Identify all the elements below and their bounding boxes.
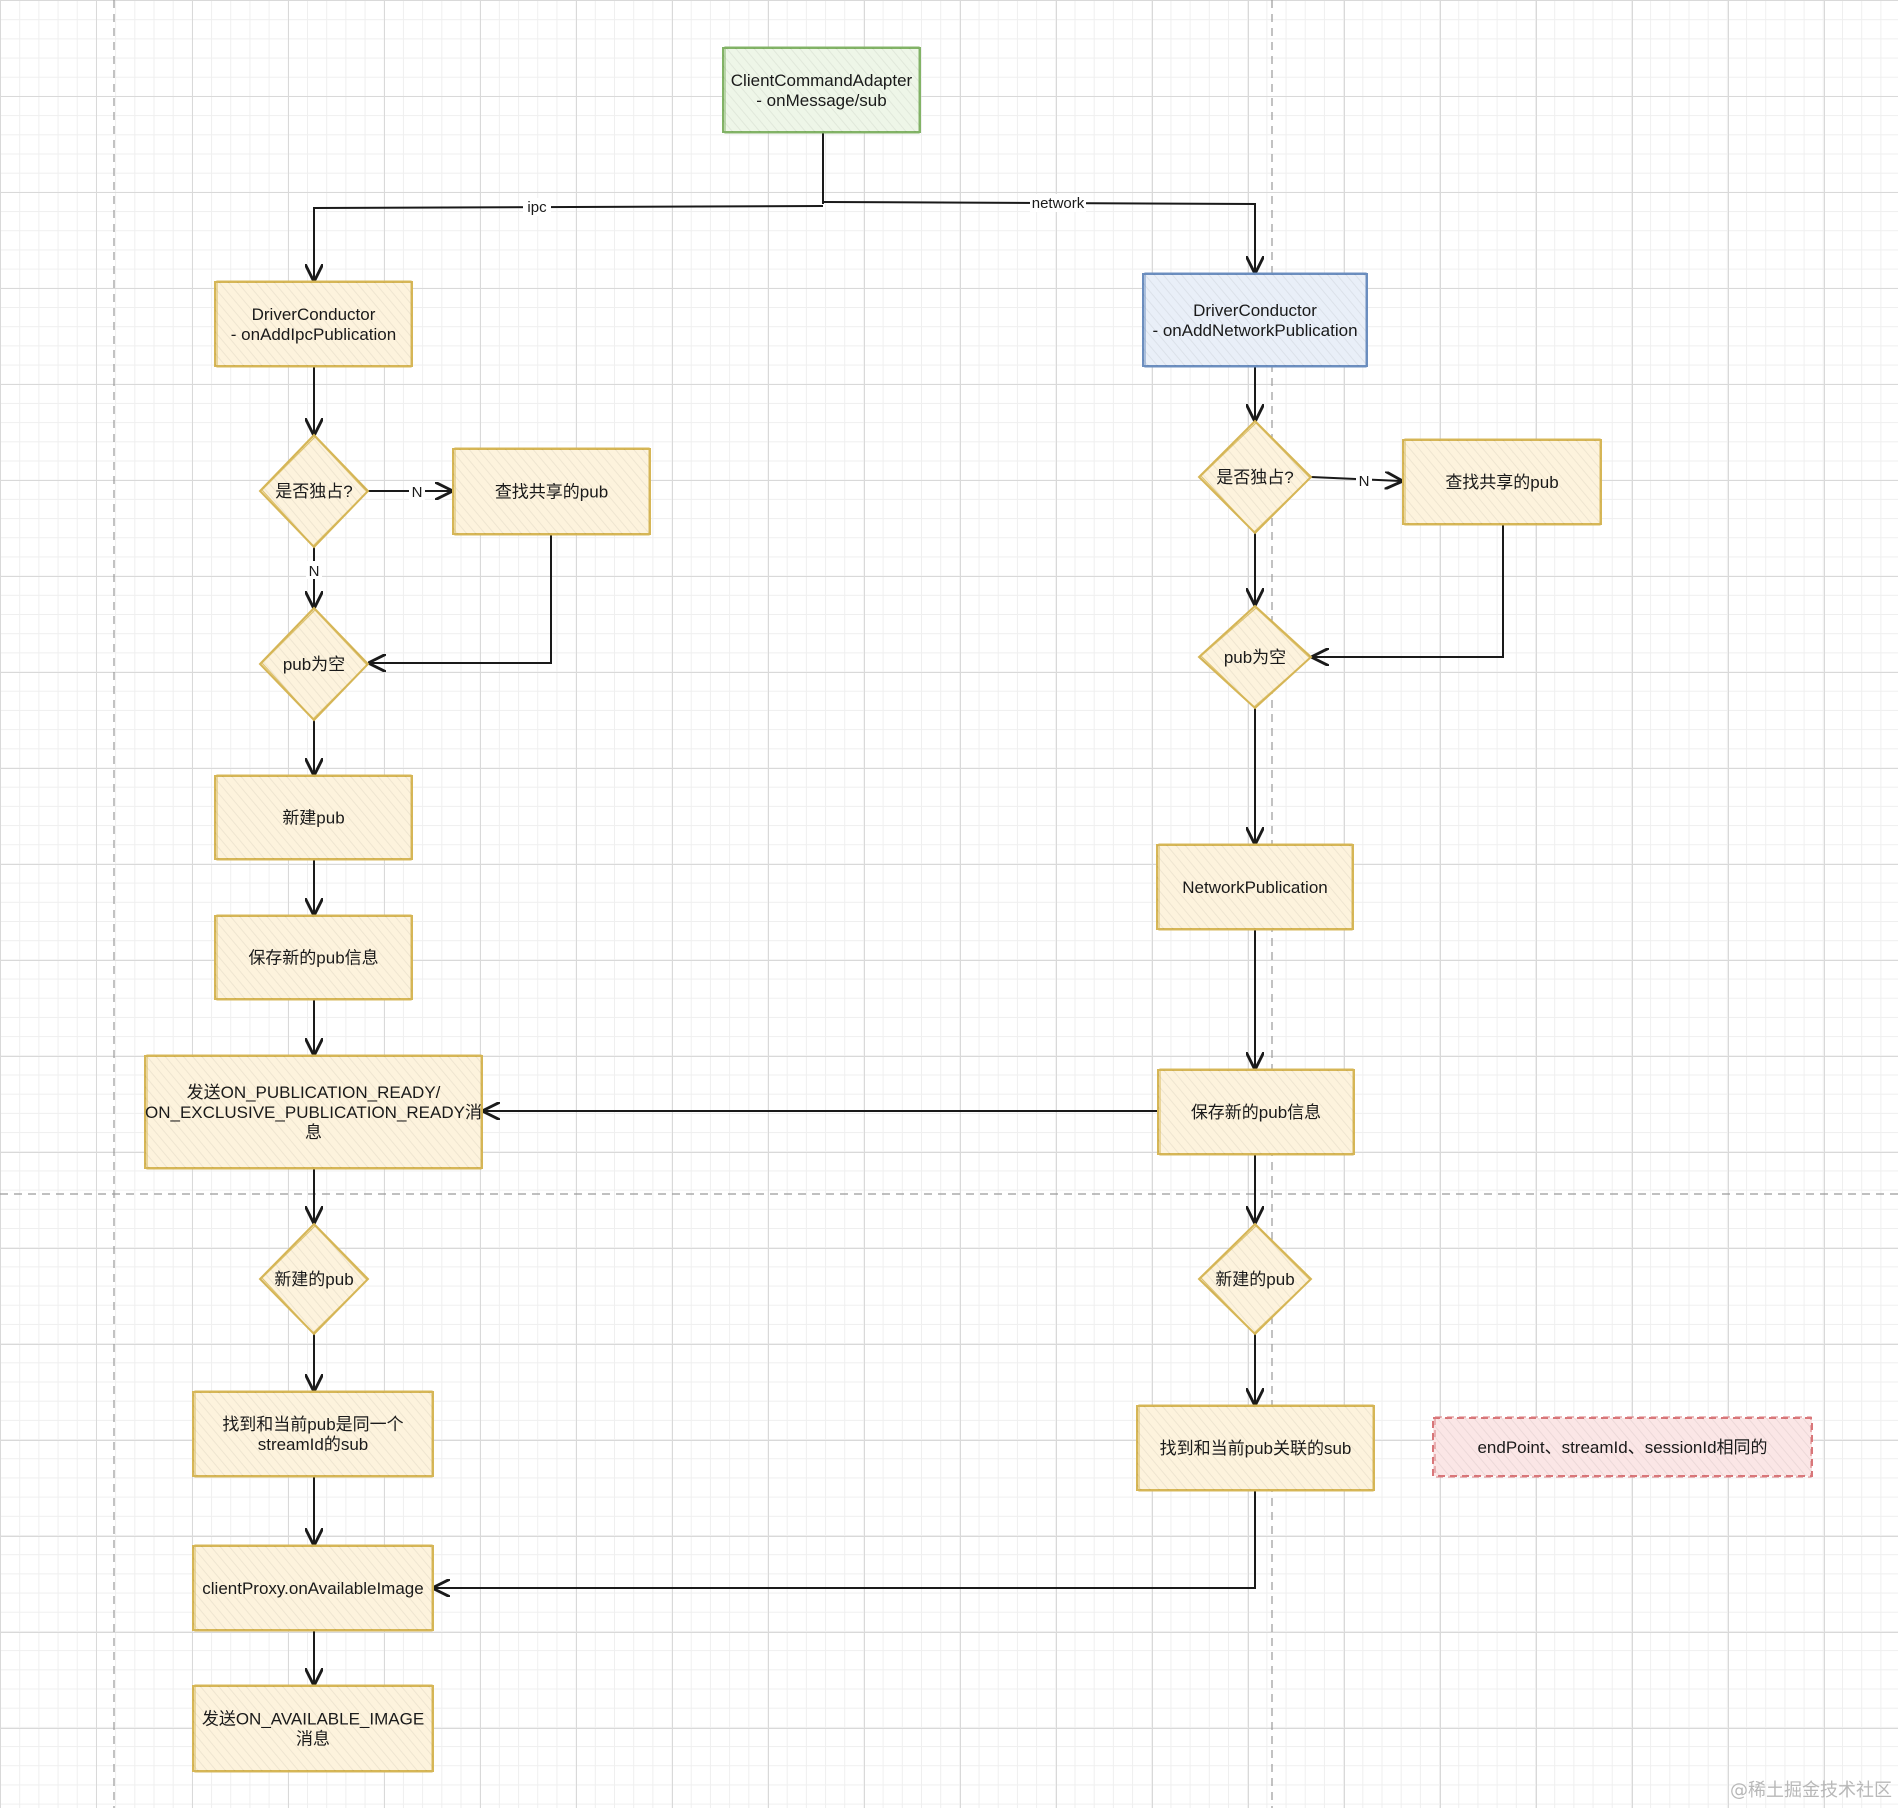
node-net-find-sub: 找到和当前pub关联的sub [1136,1404,1375,1492]
edge-adapter-to-ipc [314,205,824,280]
edge-net-shared-to-empty [1313,524,1504,657]
edge-label-ipc-exclusive-no-right: N [412,484,423,501]
node-label-network-publication: NetworkPublication [1182,878,1328,897]
node-net-new-pub-check: 新建的pub [1197,1222,1313,1336]
node-label-ipc-conductor: - onAddIpcPublication [231,325,396,344]
node-ipc-new-pub: 新建pub [214,774,413,861]
node-label-net-save-pub: 保存新的pub信息 [1191,1103,1321,1122]
node-label-net-find-shared: 查找共享的pub [1445,473,1558,492]
edge-label-ipc: ipc [527,199,547,216]
edges [314,132,1504,1684]
node-label-net-pub-empty: pub为空 [1224,648,1286,667]
edge-labels: ipc network N N N [306,194,1372,580]
node-label-ipc-conductor: DriverConductor [252,305,376,324]
node-send-publication-ready: 发送ON_PUBLICATION_READY/ON_EXCLUSIVE_PUBL… [144,1054,483,1170]
nodes: ClientCommandAdapter- onMessage/subDrive… [144,46,1813,1773]
watermark: @稀土掘金技术社区 [1730,1780,1892,1801]
node-net-pub-empty: pub为空 [1197,604,1313,710]
node-ipc-new-pub-check: 新建的pub [258,1222,370,1336]
edge-label-ipc-exclusive-no-down: N [309,563,320,580]
node-label-ipc-save-pub: 保存新的pub信息 [248,949,378,968]
node-client-proxy: clientProxy.onAvailableImage [192,1544,434,1632]
edge-label-network: network [1032,195,1085,212]
node-ipc-exclusive-check: 是否独占? [258,433,370,549]
node-client-command-adapter: ClientCommandAdapter- onMessage/sub [722,46,921,134]
node-label-ipc-pub-empty: pub为空 [283,655,345,674]
node-note-match: endPoint、streamId、sessionId相同的 [1432,1416,1813,1478]
node-label-client-proxy: clientProxy.onAvailableImage [202,1579,423,1598]
node-ipc-find-shared: 查找共享的pub [452,447,651,536]
node-label-net-exclusive-check: 是否独占? [1216,468,1293,487]
node-label-client-command-adapter: ClientCommandAdapter [731,71,913,90]
node-net-conductor: DriverConductor- onAddNetworkPublication [1142,272,1368,368]
node-label-ipc-find-shared: 查找共享的pub [495,483,608,502]
edge-net-findsub-to-proxy [434,1490,1256,1588]
node-net-find-shared: 查找共享的pub [1402,438,1602,526]
node-label-ipc-exclusive-check: 是否独占? [275,482,352,501]
node-label-net-find-sub: 找到和当前pub关联的sub [1160,1439,1352,1458]
node-label-ipc-find-sub: streamId的sub [258,1435,369,1454]
edge-adapter-to-network [822,201,1255,272]
node-label-send-available-image: 发送ON_AVAILABLE_IMAGE [202,1710,424,1729]
node-label-ipc-new-pub: 新建pub [282,809,344,828]
node-net-exclusive-check: 是否独占? [1197,419,1313,535]
node-label-note-match: endPoint、streamId、sessionId相同的 [1477,1438,1767,1457]
node-label-ipc-find-sub: 找到和当前pub是同一个 [222,1415,403,1434]
node-label-net-conductor: DriverConductor [1193,301,1317,320]
node-ipc-pub-empty: pub为空 [258,606,370,722]
edge-label-net-exclusive-no-right: N [1359,473,1370,490]
node-label-send-publication-ready: 发送ON_PUBLICATION_READY/ [187,1083,441,1102]
node-label-ipc-new-pub-check: 新建的pub [274,1270,353,1289]
node-ipc-conductor: DriverConductor- onAddIpcPublication [214,280,413,368]
node-label-client-command-adapter: - onMessage/sub [756,91,886,110]
node-net-save-pub: 保存新的pub信息 [1157,1068,1355,1156]
node-label-send-publication-ready: ON_EXCLUSIVE_PUBLICATION_READY消 [145,1103,482,1122]
edge-ipc-shared-to-empty [370,534,552,663]
node-label-net-conductor: - onAddNetworkPublication [1152,321,1357,340]
node-network-publication: NetworkPublication [1156,843,1354,931]
node-label-net-new-pub-check: 新建的pub [1215,1270,1294,1289]
node-label-send-available-image: 消息 [296,1730,330,1749]
node-ipc-save-pub: 保存新的pub信息 [214,914,413,1001]
node-label-send-publication-ready: 息 [305,1123,322,1142]
